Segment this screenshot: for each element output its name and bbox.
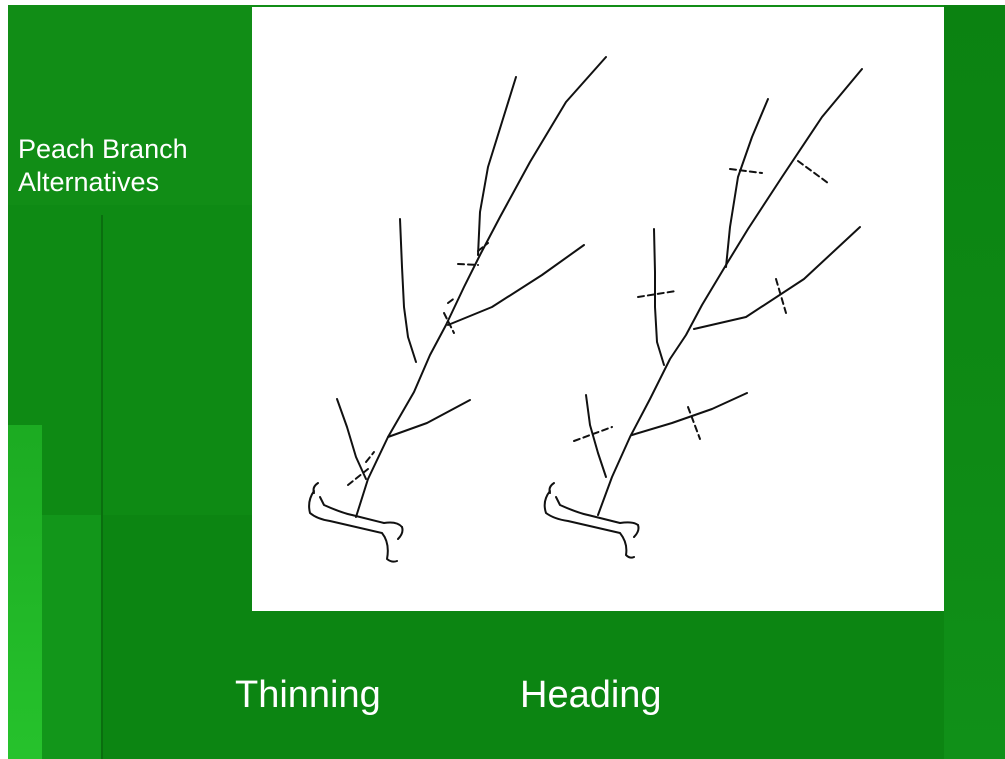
slide: Peach Branch Alternatives — [8, 5, 1005, 759]
bg-left-stripe-light — [8, 425, 42, 759]
thinning-branch-mid-left — [399, 218, 417, 363]
bg-vertical-line — [101, 215, 103, 759]
thinning-branch-right — [447, 244, 585, 326]
heading-stub — [543, 490, 635, 559]
heading-trunk — [597, 68, 863, 516]
caption-heading: Heading — [520, 674, 662, 716]
branch-drawing — [308, 56, 863, 563]
heading-cut-4 — [775, 278, 787, 314]
heading-branch — [543, 68, 863, 559]
heading-branch-top-left — [725, 98, 769, 268]
heading-cut-2 — [687, 406, 701, 440]
thinning-branch-top-left — [477, 76, 517, 256]
thinning-branch-lower-left — [336, 398, 367, 480]
thinning-cut-3 — [457, 242, 489, 266]
heading-branch-lower-left — [585, 394, 607, 478]
heading-branch-mid-left — [653, 228, 665, 366]
thinning-trunk — [355, 56, 607, 518]
bg-right-band — [944, 5, 1005, 759]
heading-cut-5 — [729, 168, 763, 174]
branch-illustration — [252, 7, 944, 611]
heading-stub-top — [555, 496, 639, 526]
title-line-2: Alternatives — [18, 167, 160, 197]
heading-branch-right — [693, 226, 861, 330]
thinning-stub-top — [319, 496, 403, 528]
thinning-stub — [308, 490, 398, 563]
thinning-cut-2 — [443, 296, 457, 334]
thinning-branch — [308, 56, 607, 563]
heading-cut-6 — [797, 160, 829, 184]
thinning-branch-lower-right — [387, 399, 471, 438]
bg-left-stripe-mid — [42, 515, 102, 759]
heading-stub-edge — [548, 482, 640, 538]
slide-title: Peach Branch Alternatives — [18, 133, 258, 199]
heading-cut-3 — [637, 290, 677, 298]
thinning-stub-edge — [312, 482, 404, 540]
title-line-1: Peach Branch — [18, 134, 188, 164]
caption-thinning: Thinning — [235, 674, 381, 716]
thinning-cut-1 — [347, 451, 375, 486]
heading-cut-1 — [573, 426, 613, 442]
